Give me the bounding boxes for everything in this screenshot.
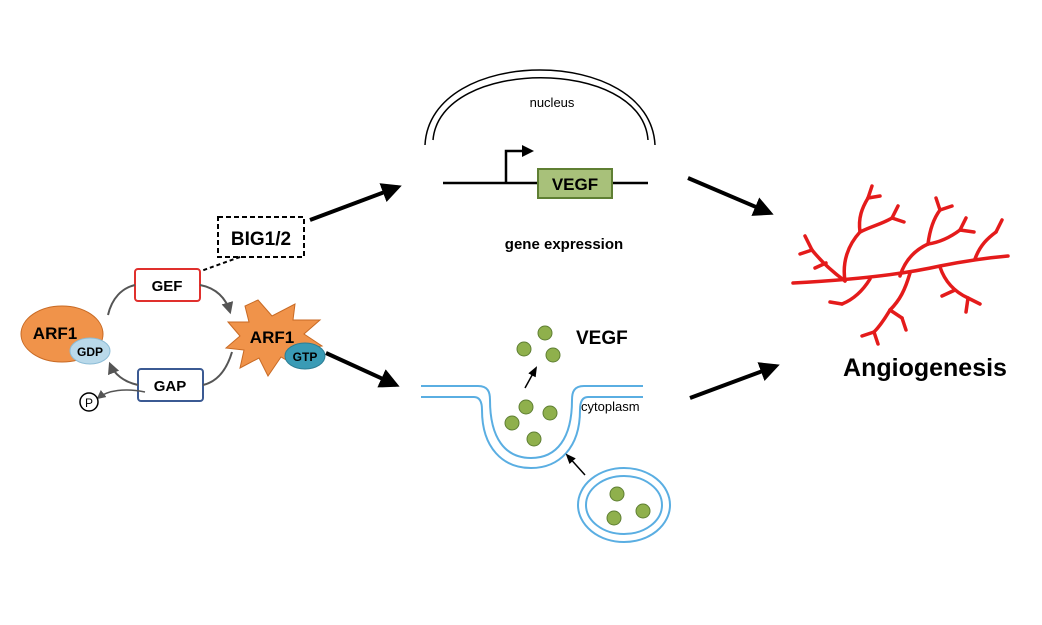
nucleus-envelope [424, 69, 656, 146]
gtp-oval [284, 342, 326, 370]
plasma-membrane [421, 385, 643, 470]
gef-label: GEF [152, 278, 183, 295]
arf1-gtp-label: ARF1 [250, 328, 294, 347]
gdp-oval [69, 337, 111, 365]
cytoplasm-label: cytoplasm [581, 399, 640, 414]
phosphate-release-arrow [96, 389, 146, 400]
arrow-secretion-to-angiogenesis [689, 362, 780, 400]
cycle-arc-gef-to-gtp [199, 284, 234, 315]
big-callout-box [217, 216, 305, 258]
vegf-gene-box [537, 168, 613, 199]
arrow-gene-to-angiogenesis [687, 176, 774, 216]
nucleus-label: nucleus [530, 95, 575, 110]
transport-vesicle-contents [606, 486, 651, 526]
promoter-arrow [504, 145, 534, 183]
secreted-vegf-particles [516, 325, 561, 363]
angiogenesis-label: Angiogenesis [843, 354, 1007, 382]
vesicle-fusion-arrow [565, 453, 586, 476]
blood-vessel-icon [791, 184, 1010, 346]
arf1-gdp-label: ARF1 [33, 324, 77, 343]
secreted-vegf-label: VEGF [576, 328, 628, 349]
arrow-to-gene-expression [309, 183, 402, 222]
phosphate-circle [79, 392, 99, 412]
cycle-arc-gdp-to-gef [107, 284, 136, 316]
gdp-label: GDP [77, 345, 103, 359]
gene-expression-label: gene expression [505, 236, 623, 253]
vesicle-contents [504, 399, 558, 447]
secretion-arrow [524, 366, 538, 389]
gap-label: GAP [154, 378, 187, 395]
cycle-arc-gtp-to-gap [202, 351, 233, 386]
phosphate-label: P [85, 396, 93, 410]
gtp-label: GTP [293, 350, 318, 364]
transport-vesicle [577, 467, 671, 543]
vegf-gene-label: VEGF [552, 175, 598, 194]
big-label: BIG1/2 [231, 229, 291, 250]
cycle-arc-gap-to-gdp [108, 361, 139, 386]
arrow-to-secretion [325, 351, 400, 388]
